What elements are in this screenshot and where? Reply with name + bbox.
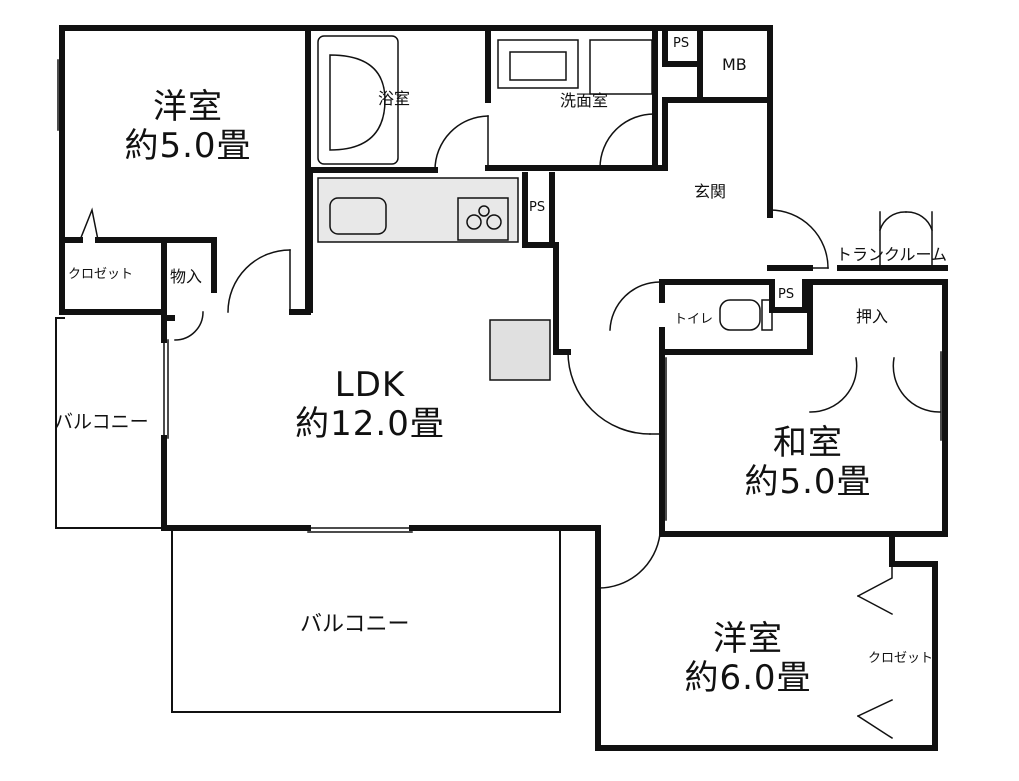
trunk-room-label: トランクルーム [836,245,948,264]
ldk-label: LDK 約12.0畳 [280,365,460,445]
bath-label: 浴室 [378,89,411,108]
western-room-1-size: 約5.0畳 [124,126,252,167]
western-room-1-label: 洋室 約5.0畳 [118,87,258,167]
japanese-room-name: 和室 [773,423,843,463]
washroom-label: 洗面室 [560,91,609,110]
windows [57,59,946,533]
balcony-outline-side [55,317,166,529]
ps-kitchen-label: PS [529,200,546,215]
toilet-label: トイレ [674,312,714,327]
ps-top-label: PS [673,36,690,51]
fixtures [317,35,773,381]
balcony-main-label: バルコニー [300,612,410,637]
mb-label: MB [722,55,747,74]
ps-toilet-label: PS [778,287,795,302]
ldk-name: LDK [334,365,406,405]
western-room-1-name: 洋室 [153,87,223,127]
japanese-room-size: 約5.0畳 [744,462,872,503]
balcony-side-label: バルコニー [54,411,149,433]
western-room-2-name: 洋室 [713,619,783,659]
western-room-2-size: 約6.0畳 [684,658,812,699]
closet-1-label: クロゼット [68,267,134,282]
japanese-room-label: 和室 約5.0畳 [728,423,888,503]
balcony-outline-main [171,531,561,713]
entrance-label: 玄関 [694,182,727,201]
storage-small-label: 物入 [170,267,203,286]
door-swings [79,113,941,740]
western-room-2-label: 洋室 約6.0畳 [668,619,828,699]
closet-2-label: クロゼット [868,651,934,666]
ldk-size: 約12.0畳 [295,404,445,445]
oshiire-label: 押入 [856,307,889,326]
